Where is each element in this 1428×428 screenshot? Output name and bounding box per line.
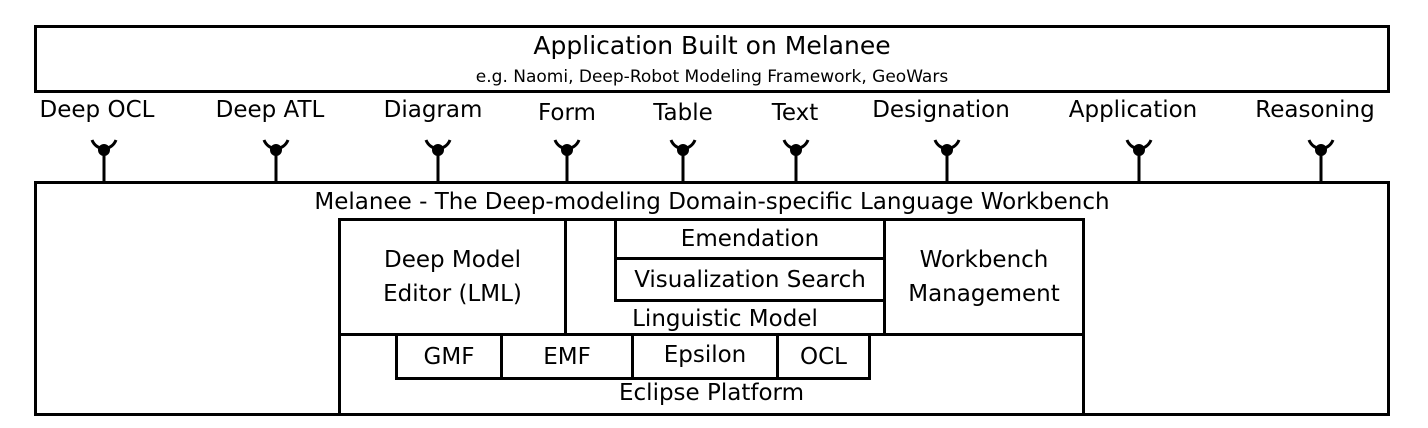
workbench-management-line1: Workbench <box>919 247 1049 273</box>
epsilon-label: Epsilon <box>663 341 747 368</box>
interface-label-deep-atl: Deep ATL <box>215 97 325 123</box>
socket-application-icon <box>1125 139 1153 182</box>
interface-sockets <box>90 139 1335 182</box>
deep-model-editor-line1: Deep Model <box>384 247 521 273</box>
visualization-search-label: Visualization Search <box>634 266 866 293</box>
interface-label-application: Application <box>1068 97 1198 123</box>
socket-deep-atl-icon <box>262 139 290 182</box>
deep-model-editor-box: Deep Model Editor (LML) <box>338 218 567 336</box>
socket-form-icon <box>553 139 581 182</box>
socket-deep-ocl-icon <box>90 139 118 182</box>
emendation-label: Emendation <box>680 226 820 252</box>
application-box: Application Built on Melanee e.g. Naomi,… <box>34 25 1390 93</box>
workbench-management-line2: Management <box>908 281 1060 307</box>
interface-label-reasoning: Reasoning <box>1255 97 1375 123</box>
interface-label-form: Form <box>538 100 596 126</box>
ocl-label: OCL <box>800 343 847 370</box>
emf-label: EMF <box>543 343 591 370</box>
interface-label-text: Text <box>771 100 819 126</box>
application-subtitle: e.g. Naomi, Deep-Robot Modeling Framewor… <box>475 67 949 87</box>
socket-diagram-icon <box>424 139 452 182</box>
epsilon-box: Epsilon <box>631 333 779 380</box>
socket-designation-icon <box>933 139 961 182</box>
linguistic-model-label: Linguistic Model <box>632 306 818 332</box>
interface-label-deep-ocl: Deep OCL <box>39 97 155 123</box>
visualization-search-box: Visualization Search <box>614 257 886 302</box>
ocl-box: OCL <box>776 333 871 380</box>
emendation-box: Emendation <box>614 218 886 260</box>
deep-model-editor-line2: Editor (LML) <box>383 281 522 307</box>
gmf-label: GMF <box>423 343 475 370</box>
application-title: Application Built on Melanee <box>533 31 891 60</box>
socket-table-icon <box>669 139 697 182</box>
socket-text-icon <box>782 139 810 182</box>
emf-box: EMF <box>500 333 634 380</box>
interface-label-table: Table <box>653 100 713 126</box>
eclipse-platform-label: Eclipse Platform <box>619 380 804 406</box>
socket-reasoning-icon <box>1307 139 1335 182</box>
gmf-box: GMF <box>395 333 503 380</box>
interface-label-diagram: Diagram <box>383 97 483 123</box>
workbench-management-box: Workbench Management <box>883 218 1085 336</box>
interface-label-designation: Designation <box>872 97 1010 123</box>
workbench-title: Melanee - The Deep-modeling Domain-speci… <box>314 189 1110 215</box>
